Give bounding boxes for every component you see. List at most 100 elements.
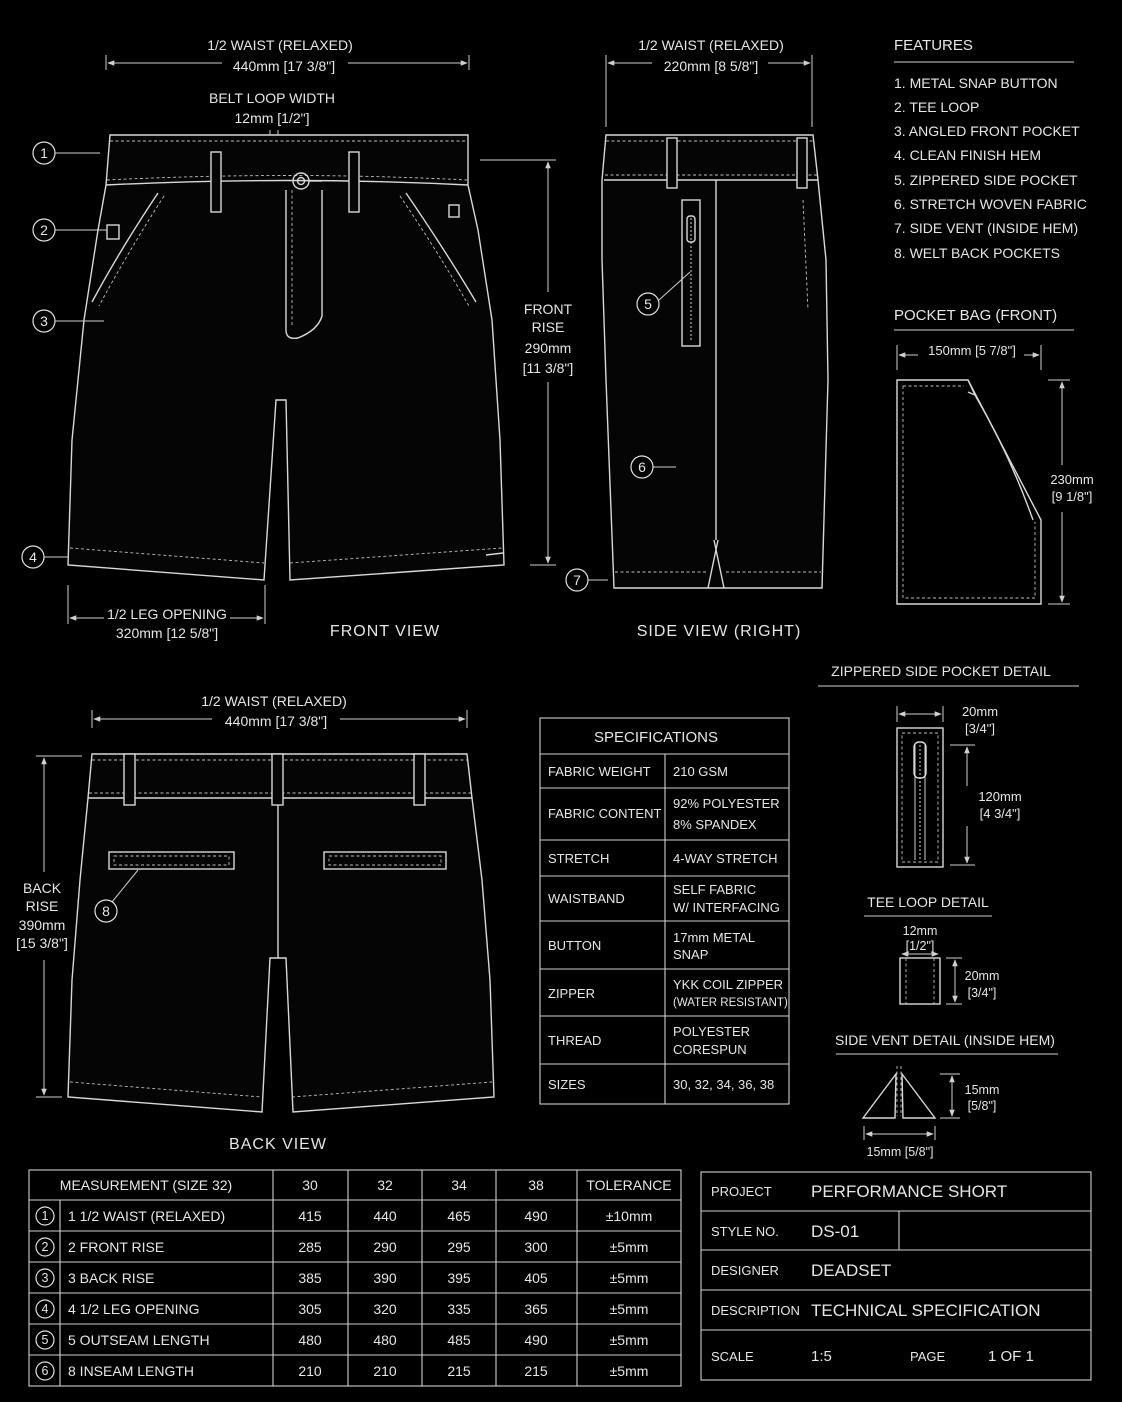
spec-value: W/ INTERFACING (673, 900, 780, 915)
side-vent-width: 15mm [5/8"] (867, 1145, 934, 1159)
row-value-32: 480 (373, 1332, 397, 1348)
leg-opening-label: 1/2 LEG OPENING (107, 606, 227, 622)
front-waist-value: 440mm [17 3/8"] (233, 58, 335, 74)
side-vent-detail: SIDE VENT DETAIL (INSIDE HEM) 15mm [5/8"… (835, 1032, 1058, 1159)
row-number: 5 (42, 1333, 49, 1347)
table-row: 6 8 INSEAM LENGTH 210 210 215 215 ±5mm (35, 1361, 649, 1381)
back-view: 1/2 WAIST (RELAXED) 440mm [17 3/8"] BACK (16, 693, 495, 1153)
row-value-30: 285 (298, 1239, 322, 1255)
row-value-30: 480 (298, 1332, 322, 1348)
callout-1: 1 (40, 145, 48, 161)
belt-loop-value: 12mm [1/2"] (235, 110, 310, 126)
back-rise-line-1: BACK (23, 880, 62, 896)
row-name: 3 BACK RISE (68, 1270, 154, 1286)
zip-width-2: [3/4"] (965, 721, 995, 736)
specifications-table: SPECIFICATIONS FABRIC WEIGHT 210 GSM FAB… (539, 717, 790, 1105)
side-waist-label: 1/2 WAIST (RELAXED) (638, 37, 783, 53)
tee-loop-height-2: [3/4"] (968, 986, 997, 1000)
callout-8: 8 (102, 903, 110, 919)
zip-height-2: [4 3/4"] (980, 806, 1021, 821)
spec-label: WAISTBAND (548, 891, 625, 906)
spec-value: 8% SPANDEX (673, 817, 757, 832)
spec-value: CORESPUN (673, 1042, 747, 1057)
row-number: 1 (42, 1209, 49, 1223)
spec-label: BUTTON (548, 938, 601, 953)
feature-item-4: 4. CLEAN FINISH HEM (894, 147, 1041, 163)
title-block: PROJECT PERFORMANCE SHORT STYLE NO. DS-0… (700, 1171, 1092, 1381)
row-name: 4 1/2 LEG OPENING (68, 1301, 200, 1317)
spec-value: YKK COIL ZIPPER (673, 977, 783, 992)
row-tolerance: ±5mm (610, 1363, 649, 1379)
leg-opening-dimension: 1/2 LEG OPENING 320mm [12 5/8"] (67, 585, 266, 641)
row-value-32: 390 (373, 1270, 397, 1286)
row-name: 5 OUTSEAM LENGTH (68, 1332, 210, 1348)
pocket-bag-width: 150mm [5 7/8"] (928, 343, 1016, 358)
pocket-bag-height-2: [9 1/8"] (1052, 489, 1093, 504)
front-rise-line-1: FRONT (524, 301, 573, 317)
description-value: TECHNICAL SPECIFICATION (811, 1301, 1041, 1320)
zip-height-1: 120mm (978, 789, 1021, 804)
row-value-34: 215 (447, 1363, 471, 1379)
measure-header-38: 38 (528, 1177, 544, 1193)
spec-value: 210 GSM (673, 764, 728, 779)
row-tolerance: ±5mm (610, 1239, 649, 1255)
row-value-34: 295 (447, 1239, 471, 1255)
row-value-38: 490 (524, 1208, 548, 1224)
zip-pocket-title: ZIPPERED SIDE POCKET DETAIL (831, 663, 1051, 679)
pocket-bag-detail: POCKET BAG (FRONT) 150mm [5 7/8"] 230mm … (894, 307, 1094, 605)
front-waist-dimension: 1/2 WAIST (RELAXED) 440mm [17 3/8"] (105, 37, 470, 74)
row-value-32: 290 (373, 1239, 397, 1255)
measure-header-32: 32 (377, 1177, 393, 1193)
spec-label: FABRIC CONTENT (548, 806, 661, 821)
table-row: 1 1 1/2 WAIST (RELAXED) 415 440 465 490 … (35, 1206, 652, 1226)
callout-3: 3 (40, 313, 48, 329)
spec-value: 17mm METAL (673, 930, 755, 945)
side-vent-title: SIDE VENT DETAIL (INSIDE HEM) (835, 1032, 1055, 1048)
measure-header-34: 34 (451, 1177, 467, 1193)
feature-item-8: 8. WELT BACK POCKETS (894, 245, 1060, 261)
feature-item-3: 3. ANGLED FRONT POCKET (894, 123, 1080, 139)
spec-value: 4-WAY STRETCH (673, 851, 778, 866)
back-callouts: 8 (94, 869, 139, 923)
row-value-30: 305 (298, 1301, 322, 1317)
side-callouts: 5 6 7 (565, 271, 691, 592)
row-value-32: 210 (373, 1363, 397, 1379)
pocket-bag-title: POCKET BAG (FRONT) (894, 307, 1057, 324)
spec-value: 92% POLYESTER (673, 796, 780, 811)
row-value-32: 320 (373, 1301, 397, 1317)
callout-2: 2 (40, 222, 48, 238)
row-tolerance: ±5mm (610, 1332, 649, 1348)
specifications-title: SPECIFICATIONS (594, 729, 718, 746)
leg-opening-value: 320mm [12 5/8"] (116, 625, 218, 641)
front-rise-line-4: [11 3/8"] (523, 360, 574, 376)
measure-header-tolerance: TOLERANCE (586, 1177, 671, 1193)
row-tolerance: ±5mm (610, 1270, 649, 1286)
scale-value: 1:5 (811, 1348, 832, 1365)
row-value-32: 440 (373, 1208, 397, 1224)
row-value-38: 365 (524, 1301, 548, 1317)
style-label: STYLE NO. (711, 1224, 779, 1239)
back-view-title: BACK VIEW (229, 1136, 327, 1153)
row-value-34: 465 (447, 1208, 471, 1224)
spec-value: POLYESTER (673, 1024, 750, 1039)
back-waist-label: 1/2 WAIST (RELAXED) (201, 693, 346, 709)
spec-label: FABRIC WEIGHT (548, 764, 651, 779)
front-rise-line-2: RISE (532, 319, 565, 335)
back-waist-dimension: 1/2 WAIST (RELAXED) 440mm [17 3/8"] (91, 693, 468, 729)
side-vent-height-1: 15mm (965, 1083, 1000, 1097)
spec-label: THREAD (548, 1033, 601, 1048)
features-title: FEATURES (894, 37, 973, 54)
row-name: 1 1/2 WAIST (RELAXED) (68, 1208, 225, 1224)
row-value-34: 335 (447, 1301, 471, 1317)
measurement-table: MEASUREMENT (SIZE 32) 30 32 34 38 TOLERA… (28, 1169, 682, 1387)
project-label: PROJECT (711, 1184, 772, 1199)
row-number: 3 (42, 1271, 49, 1285)
row-value-30: 415 (298, 1208, 322, 1224)
row-tolerance: ±5mm (610, 1301, 649, 1317)
row-value-30: 210 (298, 1363, 322, 1379)
feature-item-1: 1. METAL SNAP BUTTON (894, 75, 1058, 91)
callout-6: 6 (638, 459, 646, 475)
row-value-30: 385 (298, 1270, 322, 1286)
side-view: 1/2 WAIST (RELAXED) 220mm [8 5/8"] 5 (565, 37, 829, 640)
